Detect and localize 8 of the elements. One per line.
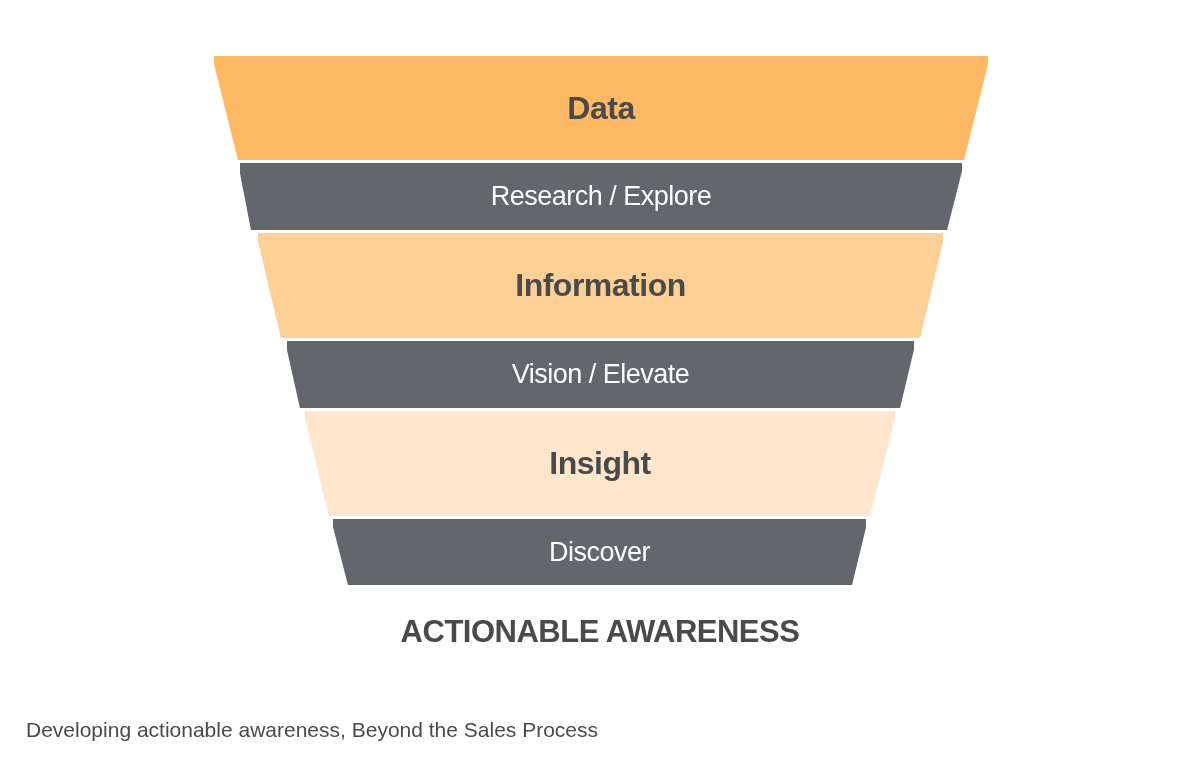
band-label: Discover xyxy=(549,536,650,568)
band-label: Insight xyxy=(549,445,651,482)
band-label: Data xyxy=(567,89,635,127)
caption: Developing actionable awareness, Beyond the Sales Process xyxy=(26,718,598,742)
band-label: Vision / Elevate xyxy=(511,359,690,390)
band-label: Research / Explore xyxy=(490,181,712,212)
funnel-heading: ACTIONABLE AWARENESS xyxy=(399,614,801,650)
band-label: Information xyxy=(515,267,686,304)
